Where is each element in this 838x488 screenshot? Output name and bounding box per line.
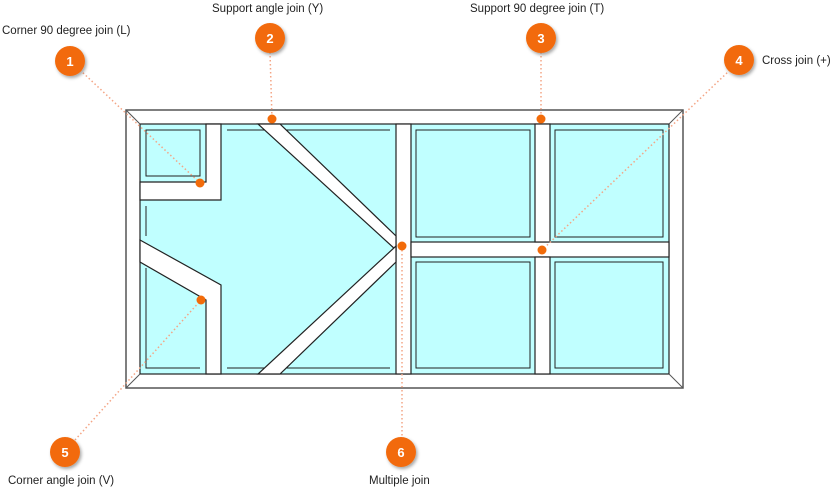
callout-5[interactable]: 5 Corner angle join (V)	[8, 437, 114, 487]
callout-number: 1	[66, 54, 73, 69]
diagonal-bottom	[256, 244, 397, 375]
callout-2[interactable]: 2 Support angle join (Y)	[212, 3, 323, 53]
callout-6[interactable]: 6 Multiple join	[369, 437, 430, 487]
callout-label: Support 90 degree join (T)	[470, 3, 604, 15]
callout-4[interactable]: 4 Cross join (+)	[724, 45, 831, 75]
v-join-bar	[139, 238, 222, 375]
l-join-bar	[139, 123, 222, 201]
callout-label: Support angle join (Y)	[212, 3, 323, 15]
callout-label: Multiple join	[369, 475, 430, 487]
callout-label: Corner 90 degree join (L)	[2, 25, 131, 37]
join-dot-6	[397, 241, 407, 251]
join-dot-4	[537, 245, 547, 255]
glazing-beads	[145, 129, 664, 369]
right-mullion-top	[534, 123, 551, 243]
join-markers	[195, 114, 547, 305]
callout-3[interactable]: 3 Support 90 degree join (T)	[470, 3, 604, 53]
join-dot-1	[195, 178, 205, 188]
join-dot-2	[267, 114, 277, 124]
diagonal-top	[256, 123, 397, 252]
bars	[139, 123, 670, 375]
callout-label: Cross join (+)	[762, 55, 831, 67]
leader-lines	[74, 51, 731, 441]
callout-number: 6	[397, 445, 404, 460]
callout-number: 2	[266, 31, 273, 46]
callout-number: 3	[537, 31, 544, 46]
right-mullion-bottom	[534, 256, 551, 375]
callout-number: 5	[61, 445, 68, 460]
callout-number: 4	[735, 53, 743, 68]
join-dot-3	[536, 114, 546, 124]
callout-1[interactable]: 1 Corner 90 degree join (L)	[2, 25, 131, 76]
callout-label: Corner angle join (V)	[8, 475, 114, 487]
join-dot-5	[196, 295, 206, 305]
